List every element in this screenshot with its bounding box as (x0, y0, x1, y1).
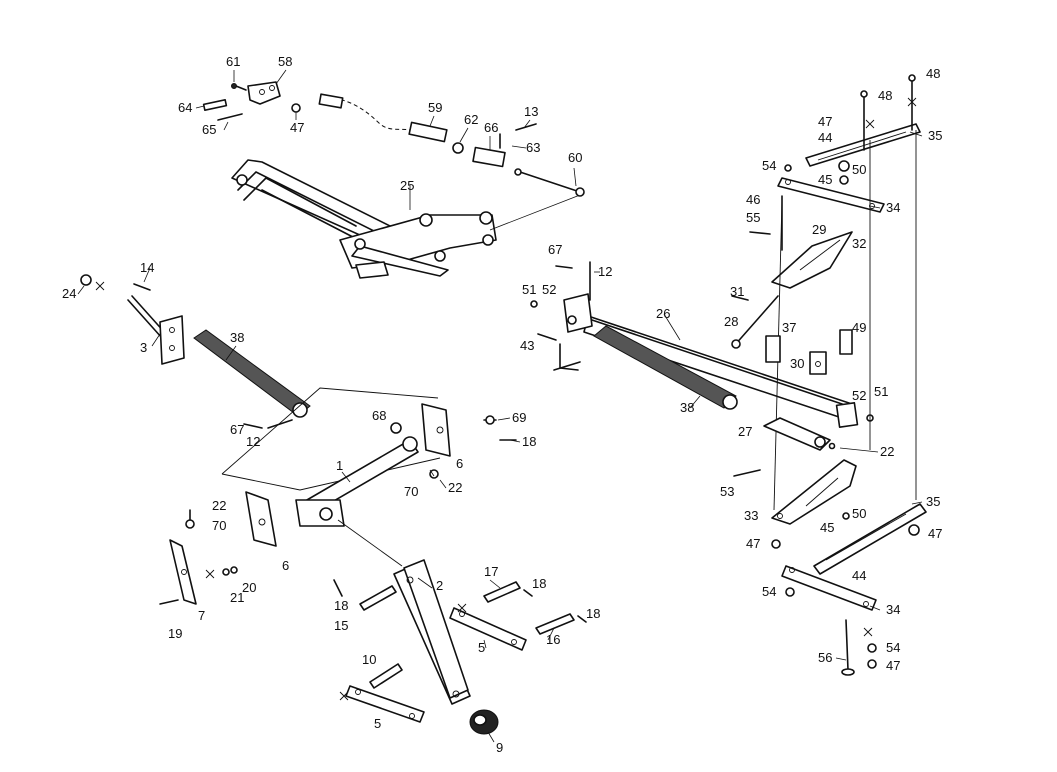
callout-38-left: 38 (230, 330, 244, 345)
callout-44-bottom: 44 (852, 568, 866, 583)
callout-54-left: 54 (762, 584, 776, 599)
callout-65: 65 (202, 122, 216, 137)
callout-35-bottom: 35 (926, 494, 940, 509)
callout-7: 7 (198, 608, 205, 623)
callout-56: 56 (818, 650, 832, 665)
callout-54-bottom: 54 (886, 640, 900, 655)
callout-60: 60 (568, 150, 582, 165)
callout-52-right: 52 (852, 388, 866, 403)
callout-52-left: 52 (542, 282, 556, 297)
callout-48-left: 48 (878, 88, 892, 103)
callout-51-right: 51 (874, 384, 888, 399)
callout-66: 66 (484, 120, 498, 135)
callout-55: 55 (746, 210, 760, 225)
callout-21: 21 (230, 590, 244, 605)
callout-18-b: 18 (532, 576, 546, 591)
callout-2: 2 (436, 578, 443, 593)
callout-58: 58 (278, 54, 292, 69)
right-top-linkage (731, 74, 921, 511)
callout-37: 37 (782, 320, 796, 335)
callout-50-top: 50 (852, 162, 866, 177)
callout-18-d: 18 (334, 598, 348, 613)
assembly-25-folded-linkage (231, 159, 581, 279)
callout-24: 24 (62, 286, 76, 301)
callout-13: 13 (524, 104, 538, 119)
callout-53: 53 (720, 484, 734, 499)
callout-22-left: 22 (212, 498, 226, 513)
callout-47-left: 47 (746, 536, 760, 551)
callout-64: 64 (178, 100, 192, 115)
callout-63: 63 (526, 140, 540, 155)
callout-70-left: 70 (212, 518, 226, 533)
callout-5-right: 5 (478, 640, 485, 655)
callout-12-right: 12 (598, 264, 612, 279)
callout-68: 68 (372, 408, 386, 423)
callout-67-left: 67 (230, 422, 244, 437)
shaft-26-group (530, 261, 874, 428)
callout-59: 59 (428, 100, 442, 115)
callout-67-right: 67 (548, 242, 562, 257)
callout-51-left: 51 (522, 282, 536, 297)
callout-20: 20 (242, 580, 256, 595)
callout-22-right: 22 (880, 444, 894, 459)
callout-19: 19 (168, 626, 182, 641)
callout-34-bottom: 34 (886, 602, 900, 617)
callout-1: 1 (336, 458, 343, 473)
callout-18-c: 18 (586, 606, 600, 621)
callout-26: 26 (656, 306, 670, 321)
arm-2-group (333, 519, 587, 735)
callout-22-center: 22 (448, 480, 462, 495)
callout-34-top: 34 (886, 200, 900, 215)
callout-44-top: 44 (818, 130, 832, 145)
callout-32: 32 (852, 236, 866, 251)
callout-6-left: 6 (282, 558, 289, 573)
callout-5-left: 5 (374, 716, 381, 731)
callout-35-top: 35 (928, 128, 942, 143)
callout-30: 30 (790, 356, 804, 371)
callout-12-left: 12 (246, 434, 260, 449)
callout-48-right: 48 (926, 66, 940, 81)
callout-54-top: 54 (762, 158, 776, 173)
callout-leaders (77, 69, 923, 743)
callout-47-right: 47 (928, 526, 942, 541)
callout-18-a: 18 (522, 434, 536, 449)
callout-70-center: 70 (404, 484, 418, 499)
callout-16: 16 (546, 632, 560, 647)
callout-50-bottom: 50 (852, 506, 866, 521)
callout-47-top: 47 (818, 114, 832, 129)
callout-61: 61 (226, 54, 240, 69)
callout-47: 47 (290, 120, 304, 135)
right-bottom-linkage (733, 417, 927, 676)
callout-31: 31 (730, 284, 744, 299)
callout-25: 25 (400, 178, 414, 193)
callout-3: 3 (140, 340, 147, 355)
callout-47-bottom: 47 (886, 658, 900, 673)
callout-15: 15 (334, 618, 348, 633)
callout-45-bottom: 45 (820, 520, 834, 535)
callout-62: 62 (464, 112, 478, 127)
hinge-plate-58-group (202, 81, 585, 197)
callout-27: 27 (738, 424, 752, 439)
bracket-3-and-spring-38 (80, 274, 311, 418)
main-linkage-group (159, 387, 517, 605)
callout-49: 49 (852, 320, 866, 335)
callout-14: 14 (140, 260, 154, 275)
callout-9: 9 (496, 740, 503, 755)
callout-28: 28 (724, 314, 738, 329)
callout-33: 33 (744, 508, 758, 523)
callout-43: 43 (520, 338, 534, 353)
callout-69: 69 (512, 410, 526, 425)
callout-46: 46 (746, 192, 760, 207)
callout-labels: 61 58 64 65 47 59 62 66 13 63 60 25 14 2… (62, 54, 942, 755)
centerline-marks (95, 97, 917, 701)
callout-29: 29 (812, 222, 826, 237)
callout-38-right: 38 (680, 400, 694, 415)
callout-45-top: 45 (818, 172, 832, 187)
callout-6-right: 6 (456, 456, 463, 471)
callout-10: 10 (362, 652, 376, 667)
callout-17: 17 (484, 564, 498, 579)
